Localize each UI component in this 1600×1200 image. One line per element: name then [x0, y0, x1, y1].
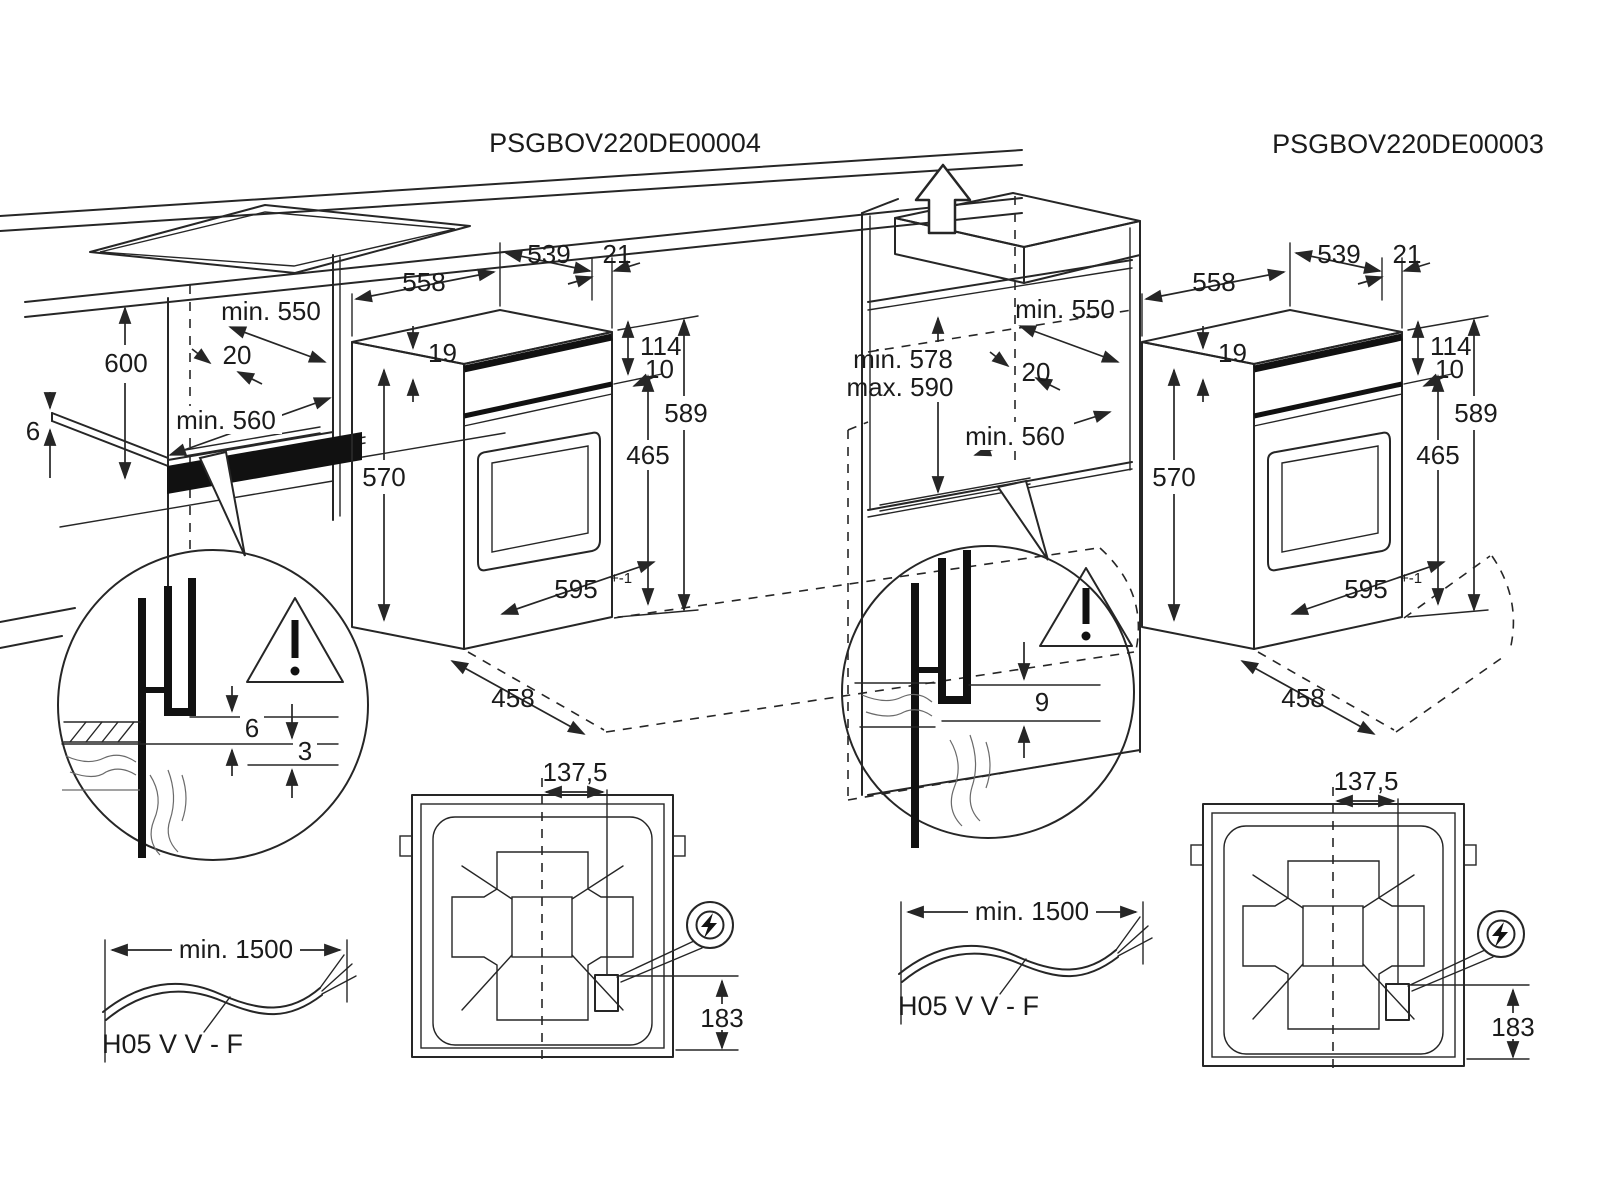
dim-560-label: min. 560: [176, 405, 276, 435]
dim-595-tolerance: +-1: [610, 570, 632, 587]
dim-595-right-tolerance: +-1: [1400, 570, 1422, 587]
dim-20-right-label: 20: [1022, 357, 1051, 387]
worktop-drawing: [0, 149, 1023, 318]
detail-leader-right: [996, 479, 1049, 561]
dim-560-right-label: min. 560: [965, 421, 1065, 451]
left-diagram-title: PSGBOV220DE00004: [489, 128, 761, 158]
left-oven-projection: 595 +-1 458: [450, 547, 1140, 735]
hob-cutout: [89, 204, 471, 274]
wood-grain: [62, 754, 187, 856]
right-detail-circle: 9: [841, 545, 1135, 848]
dim-578-label: min. 578: [853, 344, 953, 374]
left-diagram: PSGBOV220DE00004 6: [0, 128, 1140, 1066]
dim-458-label: 458: [491, 683, 534, 713]
dim-595-right-label: 595: [1344, 574, 1387, 604]
detail-gap9-label: 9: [1035, 687, 1049, 717]
warning-triangle-icon: [246, 597, 344, 683]
runner-gap-label: 6: [26, 416, 40, 446]
dim-600-label: 600: [104, 348, 147, 378]
dim-458-right-label: 458: [1281, 683, 1324, 713]
dim-590-label: max. 590: [847, 372, 954, 402]
detail-leader: [198, 450, 246, 557]
left-detail-circle: 6 3: [57, 549, 369, 861]
dim-595-label: 595: [554, 574, 597, 604]
dim-20-label: 20: [223, 340, 252, 370]
warning-triangle-icon: [1039, 567, 1133, 647]
up-arrow-icon: [914, 163, 972, 235]
detail-gap6-label: 6: [245, 713, 259, 743]
wood-grain: [861, 693, 991, 827]
detail-gap3-label: 3: [298, 736, 312, 766]
right-diagram: PSGBOV220DE00003 min. 578 max. 590: [841, 129, 1544, 1075]
right-diagram-title: PSGBOV220DE00003: [1272, 129, 1544, 159]
dim-550-right-label: min. 550: [1015, 294, 1115, 324]
left-cabinet-niche: 6 600 min. 550 20 min. 560: [0, 254, 506, 649]
worktop-hatch: [63, 721, 141, 743]
right-oven-projection: 595 +-1 458: [1240, 555, 1515, 735]
right-tall-cabinet: min. 578 max. 590 min. 550 20 min. 560: [847, 163, 1141, 801]
dim-550-label: min. 550: [221, 296, 321, 326]
